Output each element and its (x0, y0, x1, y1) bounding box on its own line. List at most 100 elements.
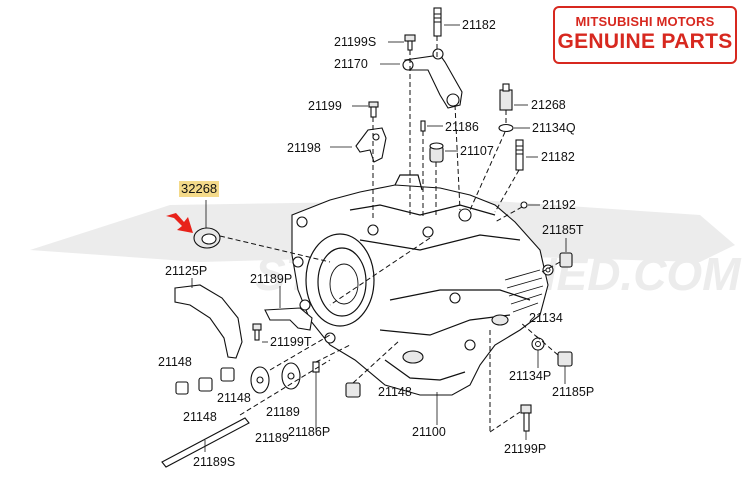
case-boss (296, 216, 308, 228)
bolt-shank (254, 329, 260, 341)
bolt-21199 (352, 101, 379, 118)
bolt-head (368, 101, 379, 108)
label-21125P: 21125P (165, 264, 207, 278)
bushing-21148 (345, 382, 361, 398)
bolt-head (252, 323, 262, 331)
washer-21134P (531, 337, 545, 368)
stud-thread (516, 145, 523, 155)
assembly-line (329, 237, 431, 306)
seal-inner (201, 233, 217, 245)
plug-body (559, 252, 573, 268)
pin-body (420, 120, 426, 132)
highlight-arrow-icon (166, 213, 193, 233)
sensor-21268 (499, 83, 528, 111)
bushing-21148 (220, 367, 235, 382)
washer-hole (535, 341, 541, 347)
plug-21185P (557, 351, 573, 384)
bracket-21170 (380, 48, 463, 109)
sensor-tip (502, 83, 510, 92)
diff-housing (384, 359, 466, 381)
stud-21182-top (433, 7, 460, 37)
brand-tagline: GENUINE PARTS (557, 30, 733, 53)
label-21148-a: 21148 (158, 355, 192, 369)
label-21199P: 21199P (504, 442, 546, 456)
label-21186: 21186 (445, 120, 479, 134)
label-21199: 21199 (308, 99, 342, 113)
assembly-line (269, 334, 331, 371)
bolt-shank (523, 412, 530, 432)
ring-21192 (520, 201, 540, 209)
bushing-21148 (175, 381, 189, 395)
label-21199S: 21199S (334, 35, 376, 49)
label-21148-d: 21148 (378, 385, 412, 399)
assembly-line (219, 235, 331, 263)
bracket-eye (402, 59, 414, 71)
label-21198: 21198 (287, 141, 321, 155)
label-21268: 21268 (531, 98, 566, 112)
label-21134P: 21134P (509, 369, 551, 383)
bolt-21199P (520, 404, 532, 440)
label-21107: 21107 (460, 144, 494, 158)
stud-21182-mid (515, 139, 538, 171)
assembly-line (494, 169, 520, 213)
case-boss (367, 224, 379, 236)
pin-21186P (312, 361, 320, 430)
ring-body (520, 201, 528, 209)
case-boss (324, 332, 336, 344)
washer-ring (498, 123, 514, 133)
case-rib (379, 314, 511, 336)
assembly-line (239, 359, 331, 416)
washer-ring (531, 337, 545, 351)
bracket-21189P (264, 286, 313, 331)
case-boss (458, 208, 472, 222)
bushing-21148 (198, 377, 213, 392)
label-21186P: 21186P (288, 425, 330, 439)
assembly-line (454, 104, 461, 211)
case-rib (389, 289, 531, 301)
seal-32268 (193, 200, 331, 263)
label-21134Q: 21134Q (532, 121, 576, 135)
label-21189-a: 21189 (255, 431, 289, 445)
assembly-line (541, 261, 561, 273)
bell-housing-inner (317, 247, 367, 317)
gasket-body (174, 284, 243, 359)
label-21199T: 21199T (270, 335, 312, 349)
case-rib (349, 204, 496, 216)
case-boss (422, 226, 434, 238)
assembly-line (519, 321, 539, 339)
rod-21189S (161, 417, 250, 468)
pin-21186 (420, 120, 443, 132)
label-21170: 21170 (334, 57, 368, 71)
bolt-shank (407, 40, 413, 51)
assembly-line (469, 131, 506, 211)
case-fins (504, 269, 544, 313)
assembly-line (534, 334, 559, 356)
stud-shaft (515, 139, 524, 171)
label-21100: 21100 (412, 425, 446, 439)
label-21189-b: 21189 (266, 405, 300, 419)
case-plug (402, 350, 424, 364)
genuine-parts-badge: MITSUBISHI MOTORS GENUINE PARTS (553, 6, 737, 64)
bolt-21199T (252, 323, 268, 343)
bracket-eye (432, 48, 444, 60)
plate-hole (287, 372, 295, 380)
sensor-body (499, 89, 513, 111)
label-21182-mid: 21182 (541, 150, 575, 164)
case-rib (359, 234, 521, 251)
bracket-21198 (330, 127, 387, 163)
case-top-boss (394, 174, 423, 191)
case-boss (464, 339, 476, 351)
bushing-21107 (429, 142, 458, 163)
assembly-line (489, 411, 521, 433)
part-labels: 21182 21199S 21170 21199 21268 21186 211… (158, 18, 594, 469)
bracket-eye (446, 93, 460, 107)
shift-fork-21189-set (250, 334, 331, 394)
bracket-body (264, 307, 313, 331)
plate-hole (256, 376, 264, 384)
bracket-body (355, 127, 387, 163)
case-boss (299, 299, 311, 311)
bolt-shank (370, 106, 377, 118)
bolt-head (520, 404, 532, 414)
rod-body (161, 417, 250, 468)
